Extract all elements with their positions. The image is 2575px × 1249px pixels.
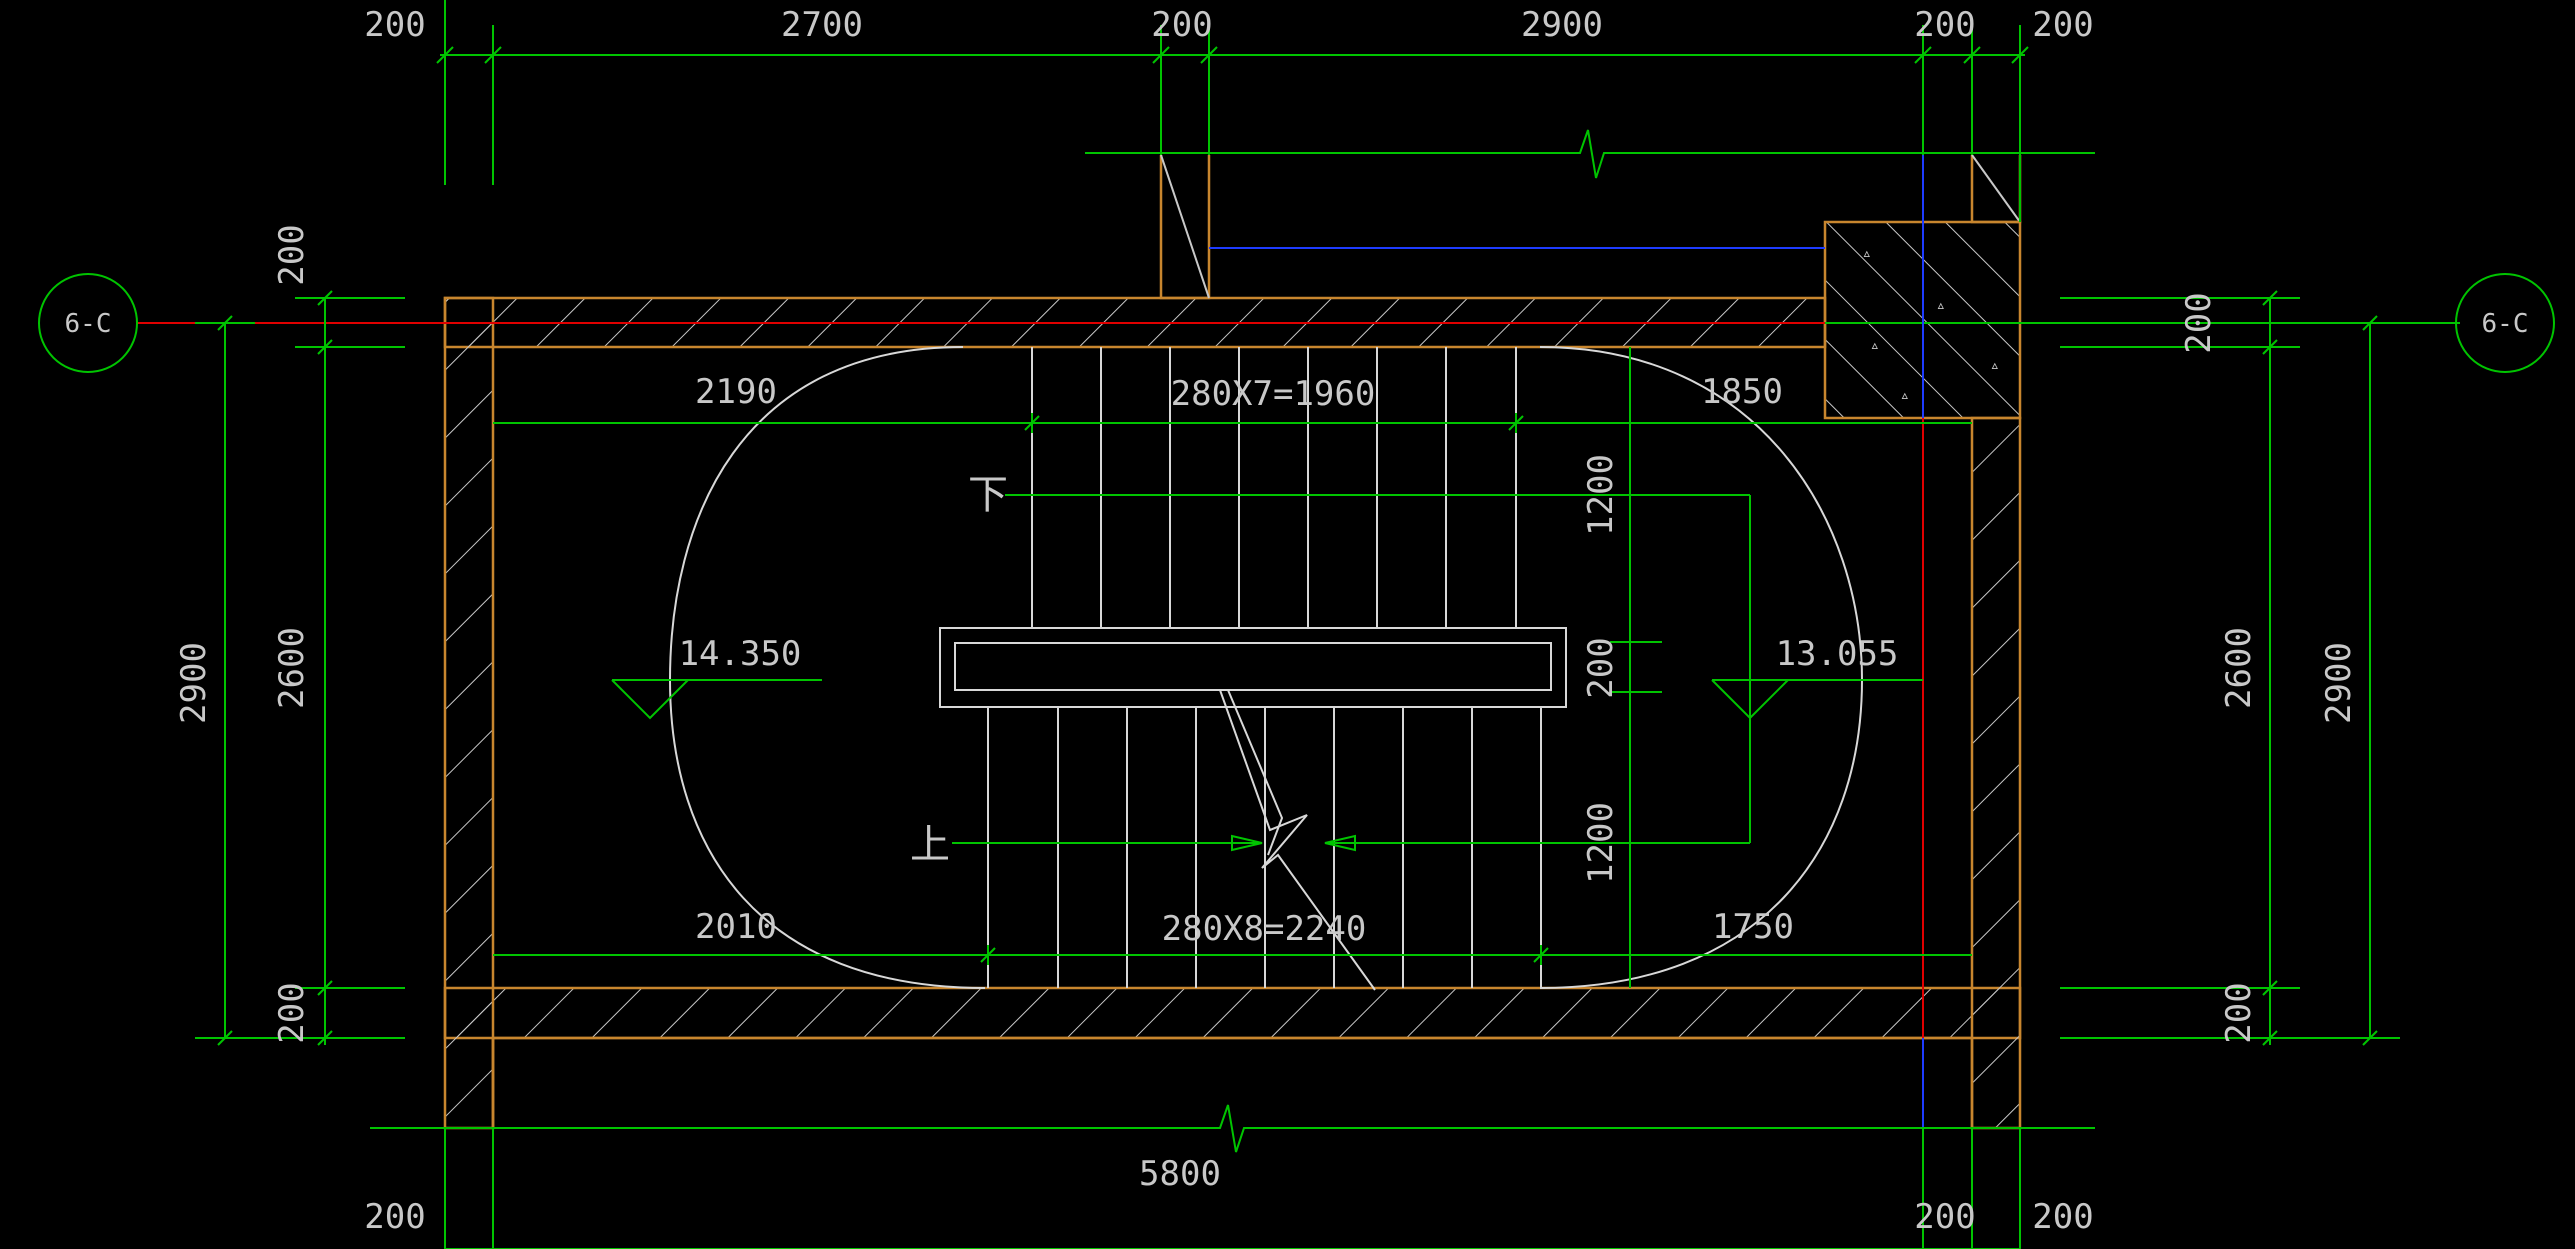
axis-lines: [137, 155, 2460, 1128]
dim-top-200-b: 200: [1151, 5, 1212, 45]
dim-bottom-200-c: 200: [2032, 1197, 2093, 1237]
dim-bottom-200-a: 200: [364, 1197, 425, 1237]
dim-lower-1750: 1750: [1712, 907, 1794, 947]
svg-text:▵: ▵: [1862, 243, 1872, 262]
direction-labels: 下 上: [910, 472, 1008, 868]
dim-top-200-a: 200: [364, 5, 425, 45]
svg-text:▵: ▵: [1936, 295, 1946, 314]
walls: [443, 154, 2022, 1130]
dim-left-200-bottom: 200: [272, 982, 312, 1043]
svg-text:▵: ▵: [1870, 335, 1880, 354]
dim-right-200-bottom: 200: [2219, 982, 2259, 1043]
lower-flight-treads: [987, 707, 1542, 988]
dim-upper-flight: 280X7=1960: [1171, 374, 1376, 414]
axis-tag-left: 6-C: [38, 273, 138, 373]
svg-text:▵: ▵: [1990, 355, 2000, 374]
level-right: 13.055: [1776, 634, 1899, 674]
axis-tag-right-label: 6-C: [2482, 309, 2529, 339]
dim-mid-1200-top: 1200: [1581, 454, 1621, 536]
dimension-lines: [195, 0, 2400, 1249]
dim-top-200-d: 200: [2032, 5, 2093, 45]
wall-bottom: [443, 986, 2022, 1040]
dim-lower-flight: 280X8=2240: [1162, 909, 1367, 949]
dim-left-2900: 2900: [174, 642, 214, 724]
dim-upper-2190: 2190: [695, 372, 777, 412]
stair-well-outer: [939, 627, 1567, 708]
axis-tag-left-label: 6-C: [65, 309, 112, 339]
dim-mid-1200-bottom: 1200: [1581, 802, 1621, 884]
wall-upper-mid-stub: [1159, 155, 1211, 300]
dim-upper-1850: 1850: [1701, 372, 1783, 412]
upper-flight-treads: [1031, 347, 1517, 628]
dim-top-2900: 2900: [1521, 5, 1603, 45]
level-texts: 14.350 13.055: [679, 634, 1899, 674]
dim-left-200-top: 200: [272, 224, 312, 285]
dim-mid-200: 200: [1581, 637, 1621, 698]
stair-well-inner: [954, 642, 1552, 691]
walk-lines: [952, 494, 1751, 852]
dim-right-2600: 2600: [2219, 627, 2259, 709]
wall-left: [443, 296, 495, 1130]
dim-right-200-top: 200: [2179, 292, 2219, 353]
dim-top-200-c: 200: [1914, 5, 1975, 45]
svg-text:▵: ▵: [1900, 385, 1910, 404]
level-marker-right: [1711, 679, 1923, 720]
level-left: 14.350: [679, 634, 802, 674]
axis-tag-right: 6-C: [2455, 273, 2555, 373]
label-down: 下: [968, 472, 1008, 518]
dim-left-2600: 2600: [272, 627, 312, 709]
dim-bottom-5800: 5800: [1139, 1154, 1221, 1194]
dim-right-2900: 2900: [2319, 642, 2359, 724]
label-up: 上: [910, 822, 950, 868]
level-marker-left: [611, 679, 822, 720]
break-line: [1219, 689, 1376, 991]
wall-right: [1970, 416, 2022, 1130]
dim-top-2700: 2700: [781, 5, 863, 45]
dimension-texts: 200 2700 200 2900 200 200 200 5800 200 2…: [174, 5, 2359, 1237]
dim-bottom-200-b: 200: [1914, 1197, 1975, 1237]
dim-lower-2010: 2010: [695, 907, 777, 947]
